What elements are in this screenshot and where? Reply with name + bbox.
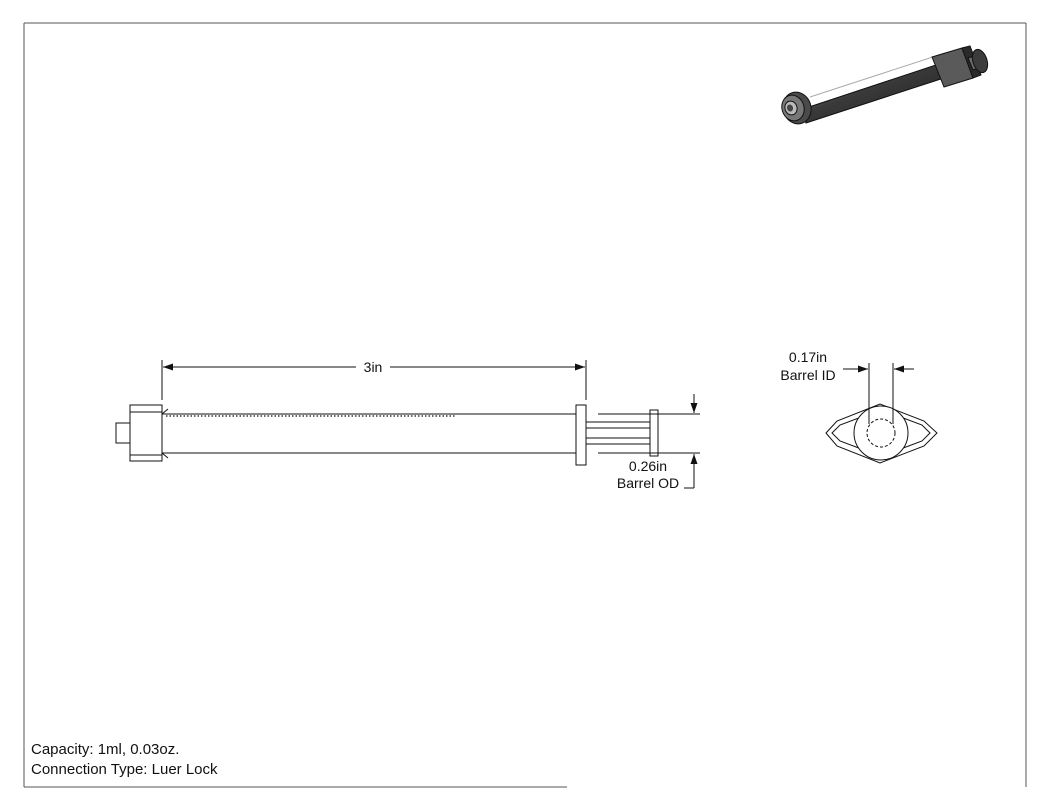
length-dimension-label: 3in	[364, 359, 383, 375]
length-dimension	[161, 360, 587, 400]
id-dimension-value: 0.17in	[789, 349, 827, 365]
id-dimension-label: Barrel ID	[780, 367, 835, 383]
od-dimension-label: Barrel OD	[617, 475, 679, 491]
connection-type-note: Connection Type: Luer Lock	[31, 761, 218, 778]
sheet-border	[23, 22, 1027, 788]
od-dimension-value: 0.26in	[629, 458, 667, 474]
side-view-syringe	[115, 404, 659, 466]
end-view-flange	[825, 403, 938, 464]
id-dimension	[843, 363, 914, 424]
isometric-syringe-view	[781, 45, 989, 125]
od-dimension	[598, 394, 700, 489]
capacity-note: Capacity: 1ml, 0.03oz.	[31, 741, 180, 758]
